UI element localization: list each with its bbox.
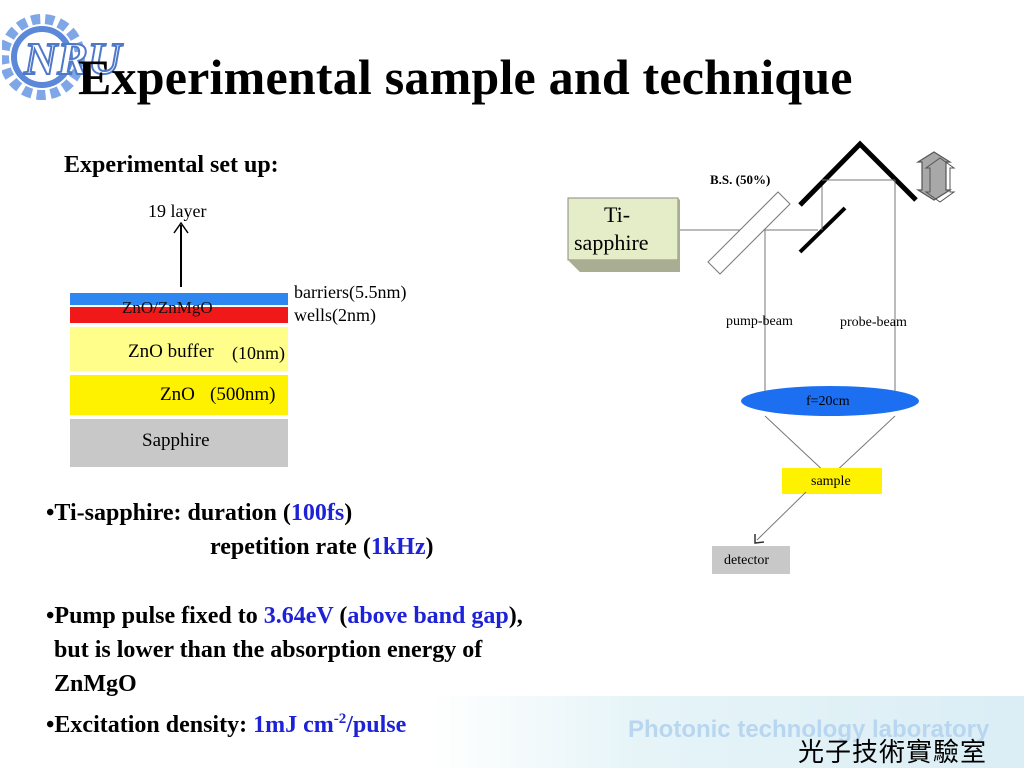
laser-box xyxy=(567,197,680,272)
sample-box xyxy=(782,468,882,494)
probe-beam-label: probe-beam xyxy=(840,315,907,330)
quantum-well-label: ZnO/ZnMgO xyxy=(122,298,213,317)
retroreflector xyxy=(798,140,918,207)
focusing-lens xyxy=(741,386,919,416)
optical-setup-diagram: Ti- sapphire B.S. (50%) pump-beam probe-… xyxy=(567,140,956,574)
beam-splitter-label: B.S. (50%) xyxy=(710,172,770,187)
well-layer xyxy=(70,307,288,323)
substrate-layer xyxy=(70,419,288,467)
buffer-label: ZnO buffer xyxy=(128,341,214,362)
barrier-layer xyxy=(70,293,288,305)
bullet-excitation: •Excitation density: 1mJ cm-2/pulse xyxy=(46,711,407,738)
sample-layer-diagram: 19 layer ZnO/ZnMgO barriers(5.5nm) wells… xyxy=(70,201,406,467)
setup-label: Experimental set up: xyxy=(64,152,279,178)
barriers-label: barriers(5.5nm) xyxy=(294,282,406,303)
detector-label: detector xyxy=(724,553,769,568)
gear-icon xyxy=(2,14,85,100)
beam-splitter xyxy=(707,191,791,275)
duration-value: 100fs xyxy=(290,500,345,526)
sample-label: sample xyxy=(811,474,851,489)
page-title: Experimental sample and technique xyxy=(78,49,853,105)
excitation-value: 1mJ cm-2/pulse xyxy=(253,711,407,738)
bullet-pump-pulse-line3: ZnMgO xyxy=(54,671,137,697)
footer-lab-name: Photonic technology laboratory xyxy=(628,716,990,743)
substrate-label: Sapphire xyxy=(142,430,210,451)
reflected-beam-arrowhead xyxy=(754,534,765,544)
layer-arrowhead xyxy=(173,221,189,234)
delay-stage-arrow-icon xyxy=(915,151,956,203)
wells-label: wells(2nm) xyxy=(294,305,376,326)
laser-label-line1: Ti- xyxy=(604,202,630,227)
band-gap-note: above band gap xyxy=(347,603,509,629)
zno-label: ZnO xyxy=(160,384,195,405)
bullet-pump-pulse-line2: but is lower than the absorption energy … xyxy=(54,637,483,663)
reflected-beam xyxy=(756,491,807,541)
bullet-duration: •Ti-sapphire: duration (100fs) xyxy=(46,500,353,526)
detector-box xyxy=(712,546,790,574)
zno-thickness-label: (500nm) xyxy=(210,384,275,405)
lens-label: f=20cm xyxy=(806,394,850,409)
pump-beam-label: pump-beam xyxy=(726,314,793,329)
footer-lab-name-chinese: 光子技術實驗室 xyxy=(798,738,988,768)
buffer-layer xyxy=(70,327,288,371)
focus-line-left xyxy=(764,415,829,476)
bullet-repetition: repetition rate (1kHz) xyxy=(210,534,434,560)
laser-label-line2: sapphire xyxy=(574,230,649,255)
lab-logo: NRU xyxy=(2,14,125,100)
zno-layer xyxy=(70,375,288,415)
footer-band xyxy=(430,696,1024,768)
repetition-value: 1kHz xyxy=(370,534,426,560)
bullet-pump-pulse: •Pump pulse fixed to 3.64eV (above band … xyxy=(46,603,523,629)
focus-line-right xyxy=(831,415,896,476)
pump-energy-value: 3.64eV xyxy=(263,603,334,629)
buffer-thickness-label: (10nm) xyxy=(232,343,285,364)
logo-text: NRU xyxy=(23,33,124,84)
top-layer-label: 19 layer xyxy=(148,201,206,221)
